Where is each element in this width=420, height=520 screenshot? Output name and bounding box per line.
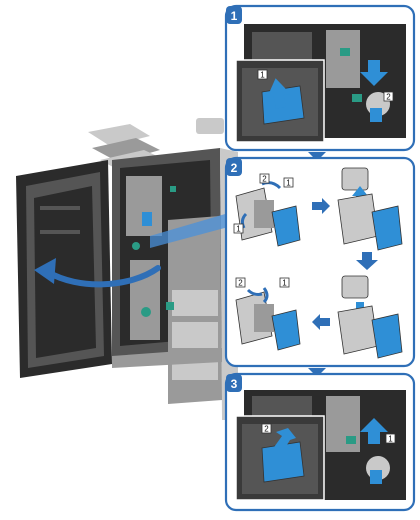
step-1-number: 1 (231, 9, 238, 23)
flow-arrow-icon (312, 314, 330, 330)
step-1-badge (226, 6, 242, 24)
svg-text:2: 2 (262, 175, 267, 184)
step-2-callout-c-1 (279, 277, 290, 288)
machine-illustration (16, 118, 238, 420)
step-2-stage-d (337, 275, 403, 359)
step-2-callout-a-1-bottom (233, 223, 244, 234)
step-3-callout-1 (385, 433, 396, 444)
step-2-callout-a-2 (259, 173, 270, 184)
step-down-arrow-icon (308, 368, 326, 377)
step-2-callout-a-1-top (283, 177, 294, 188)
svg-text:2: 2 (264, 425, 269, 434)
step-1-callout-2 (383, 91, 394, 102)
step-2-callout-c-2 (235, 277, 246, 288)
open-door-arrow-icon (34, 258, 161, 288)
step-2-stage-a: 2 1 1 (233, 173, 301, 247)
step-2-number: 2 (231, 161, 238, 175)
step-3-number: 3 (231, 377, 238, 391)
step-2-panel: 2 2 1 1 (224, 156, 416, 368)
svg-text:2: 2 (386, 93, 391, 102)
step-1-callout-1 (257, 69, 268, 80)
flow-arrow-icon (312, 198, 330, 214)
svg-text:1: 1 (236, 225, 241, 234)
step-3-callout-2 (261, 423, 272, 434)
svg-text:1: 1 (260, 71, 265, 80)
step-1-panel: 1 1 2 (224, 4, 416, 152)
step-2-stage-b (337, 167, 403, 251)
step-3-badge (226, 374, 242, 392)
flow-arrow-icon (356, 252, 378, 270)
step-down-arrow-icon (308, 152, 326, 161)
svg-text:1: 1 (286, 179, 291, 188)
step-2-stage-c: 2 1 (235, 277, 301, 351)
svg-text:1: 1 (388, 435, 393, 444)
step-3-panel: 3 1 2 (224, 372, 416, 512)
svg-text:1: 1 (282, 279, 287, 288)
zoom-pointer (150, 212, 232, 248)
step-2-badge (226, 158, 242, 176)
svg-text:2: 2 (238, 279, 243, 288)
